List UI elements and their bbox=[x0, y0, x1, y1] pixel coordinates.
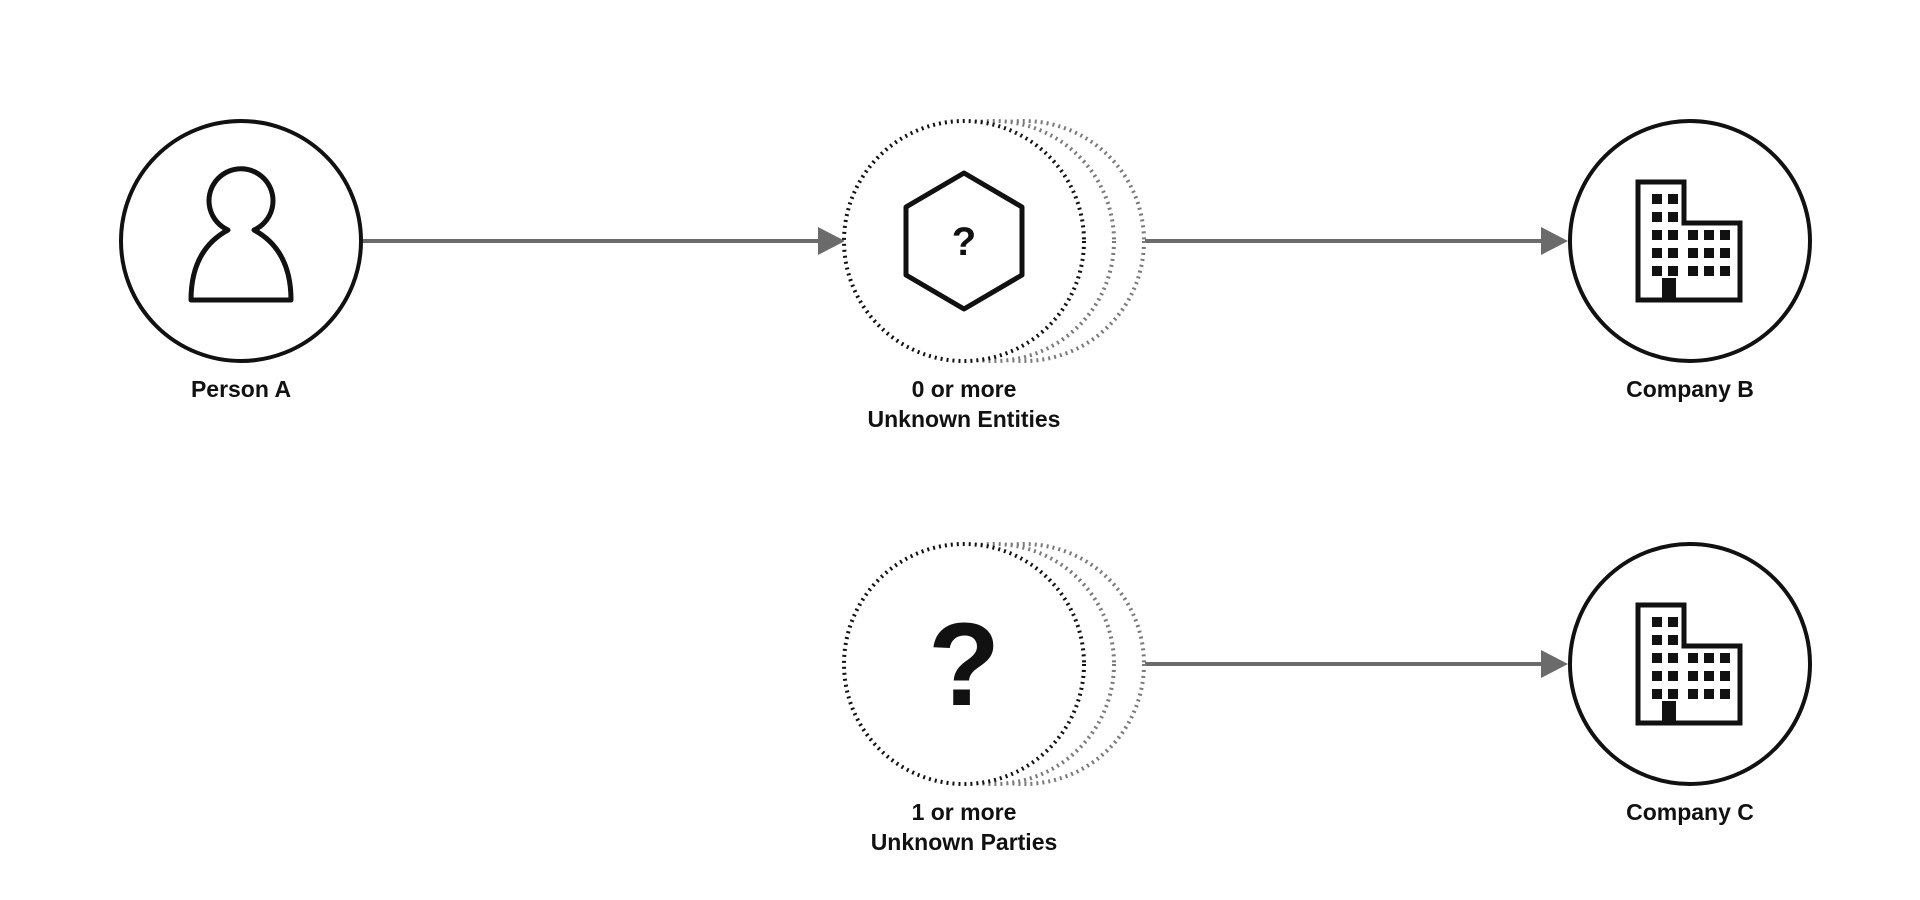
question-glyph: ? bbox=[952, 220, 976, 264]
edge-person-a-to-unknown-entities bbox=[362, 227, 845, 255]
question-mark-icon: ? bbox=[928, 599, 1000, 731]
stacked-ghost-rings bbox=[842, 542, 1146, 786]
node-label-line1: 0 or more bbox=[912, 376, 1017, 402]
edge-unknown-parties-to-company-c bbox=[1145, 650, 1568, 678]
node-circle bbox=[1568, 542, 1812, 786]
node-company-c: Company C bbox=[1568, 542, 1812, 825]
node-circle bbox=[1568, 119, 1812, 363]
arrowhead-icon bbox=[818, 227, 845, 255]
node-person-a: Person A bbox=[119, 119, 363, 402]
node-label: Person A bbox=[191, 376, 291, 402]
node-unknown-entities: ? 0 or more Unknown Entities bbox=[842, 119, 1146, 432]
node-label: Company B bbox=[1626, 376, 1754, 402]
node-circle bbox=[119, 119, 363, 363]
hexagon-question-icon: ? bbox=[903, 170, 1025, 312]
node-label-line2: Unknown Parties bbox=[871, 829, 1058, 855]
edge-unknown-entities-to-company-b bbox=[1145, 227, 1568, 255]
node-label: Company C bbox=[1626, 799, 1754, 825]
node-label-line1: 1 or more bbox=[912, 799, 1017, 825]
node-company-b: Company B bbox=[1568, 119, 1812, 402]
building-icon bbox=[1635, 602, 1743, 726]
person-icon bbox=[188, 166, 294, 303]
node-unknown-parties: ? 1 or more Unknown Parties bbox=[842, 542, 1146, 855]
node-label-line2: Unknown Entities bbox=[868, 406, 1061, 432]
building-icon bbox=[1635, 179, 1743, 303]
arrowhead-icon bbox=[1541, 227, 1568, 255]
arrowhead-icon bbox=[1541, 650, 1568, 678]
